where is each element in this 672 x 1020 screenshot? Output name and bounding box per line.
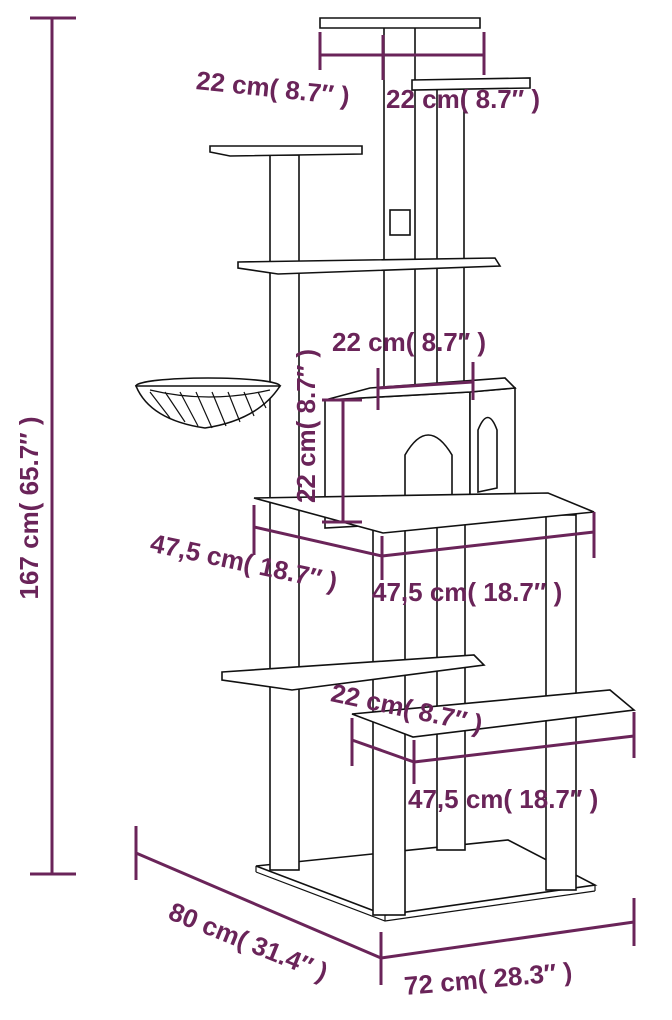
label-mid-platform-width: 47,5 cm( 18.7″ ) [372,577,562,607]
condo-box [324,377,517,529]
label-low-platform-width: 47,5 cm( 18.7″ ) [408,784,598,814]
label-top-platform-b: 22 cm( 8.7″ ) [386,84,540,114]
label-total-height: 167 cm( 65.7″ ) [14,416,44,599]
label-condo-height: 22 cm( 8.7″ ) [291,349,321,503]
dimension-lines [30,16,636,985]
cat-tree-illustration [134,17,636,922]
top-platform-right [411,77,531,91]
lower-left-platform [221,654,486,691]
top-platform-center [319,17,481,29]
post-back-right [436,519,466,851]
condo-entrance-side [477,416,498,493]
post-top-right [436,84,465,406]
label-base-depth: 80 cm( 31.4″ ) [165,896,333,987]
lower-right-platform [351,689,636,738]
label-condo-width: 22 cm( 8.7″ ) [332,327,486,357]
middle-shelf [237,257,502,275]
label-mid-platform-depth: 47,5 cm( 18.7″ ) [148,528,340,597]
upper-left-platform [209,145,363,157]
base-board [255,839,598,916]
label-base-width: 72 cm( 28.3″ ) [403,956,574,1001]
hammock-basket [134,377,282,429]
rope-wrap-band [389,209,411,236]
label-top-platform-a: 22 cm( 8.7″ ) [195,65,351,111]
